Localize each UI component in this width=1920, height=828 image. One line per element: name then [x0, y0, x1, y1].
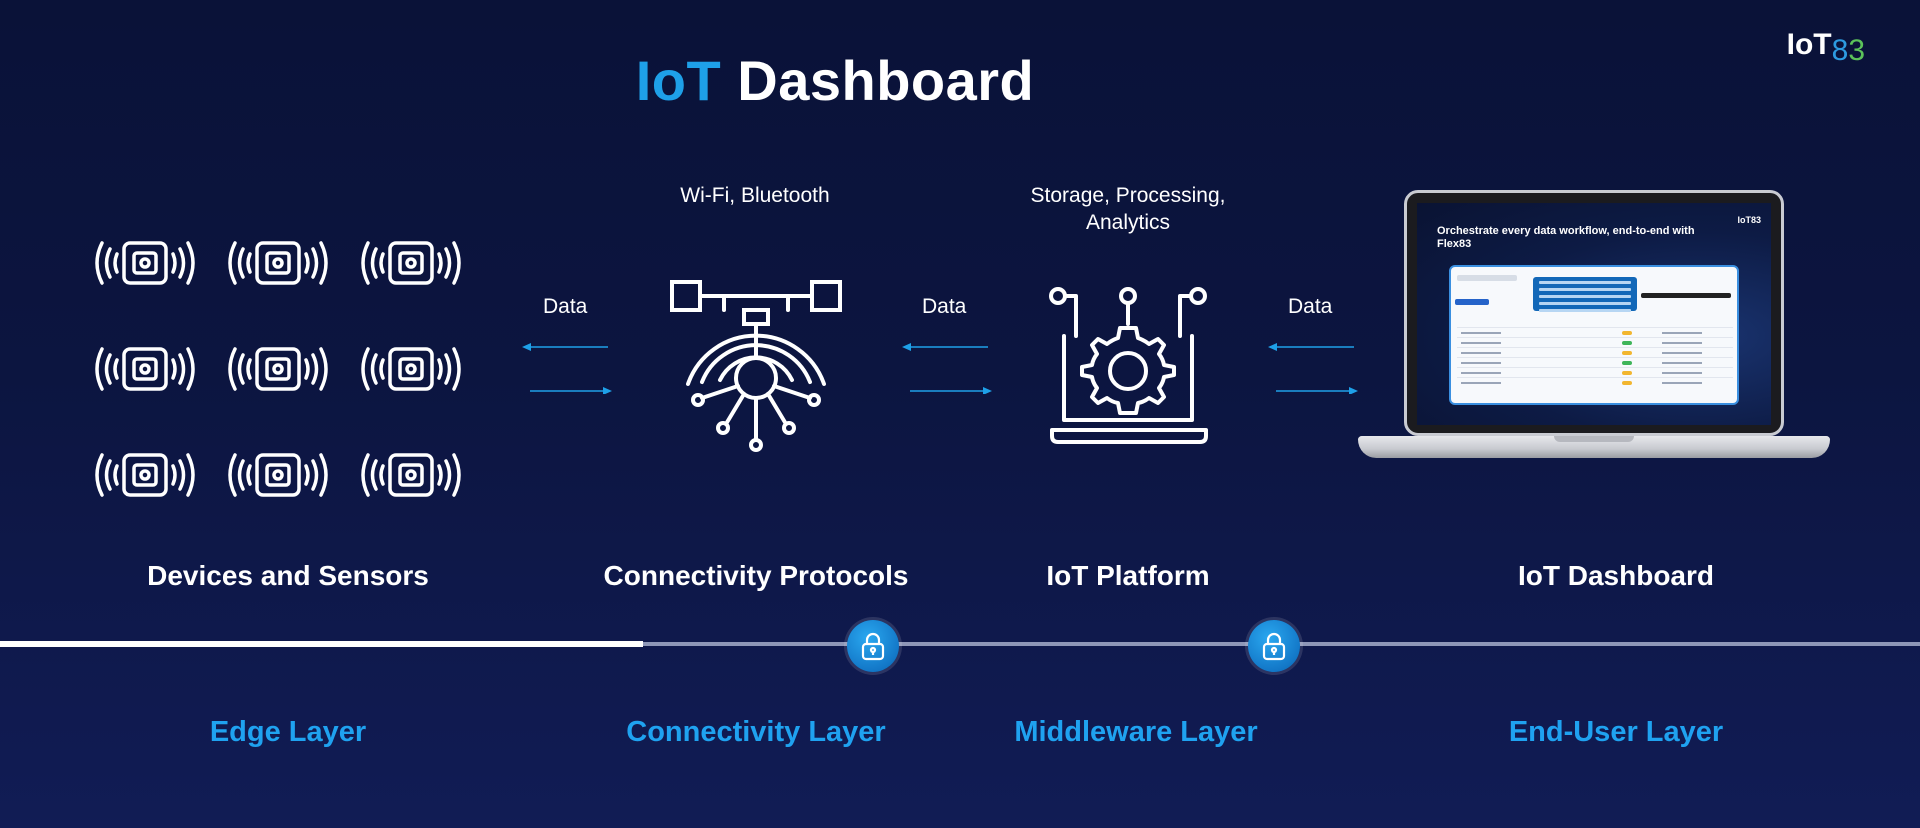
- app-window: [1449, 265, 1739, 405]
- title-rest: Dashboard: [737, 49, 1035, 112]
- platform-top-line2: Analytics: [1085, 211, 1171, 234]
- table-row: [1457, 337, 1733, 347]
- layer-edge: Edge Layer: [209, 716, 367, 748]
- brand-digit-8: 8: [1831, 34, 1849, 67]
- wireless-sensor-icon: [90, 235, 200, 291]
- screen-headline: Orchestrate every data workflow, end-to-…: [1437, 225, 1695, 250]
- brand-logo: IoT83: [1786, 28, 1865, 67]
- wireless-sensor-icon: [223, 447, 333, 503]
- table-row: [1457, 357, 1733, 367]
- lock-icon: [847, 620, 899, 672]
- data-label-2: Data: [922, 295, 967, 318]
- app-search-bar: [1641, 293, 1731, 298]
- section-platform: IoT Platform: [1046, 560, 1210, 591]
- lock-icon: [1248, 620, 1300, 672]
- page-title: IoT Dashboard: [0, 48, 1670, 113]
- table-row: [1457, 367, 1733, 377]
- laptop-mockup: Orchestrate every data workflow, end-to-…: [1358, 190, 1830, 470]
- wireless-sensor-icon: [90, 447, 200, 503]
- timeline-progress: [0, 641, 643, 647]
- timeline-track: [0, 642, 1920, 646]
- laptop-base: [1358, 436, 1830, 458]
- table-row: [1457, 327, 1733, 337]
- app-tooltip: [1533, 277, 1637, 312]
- laptop-screen-frame: Orchestrate every data workflow, end-to-…: [1404, 190, 1784, 436]
- wireless-sensor-icon: [356, 447, 466, 503]
- brand-prefix: IoT: [1786, 28, 1832, 61]
- laptop-gear-icon: [1046, 284, 1212, 453]
- layer-middleware: Middleware Layer: [1014, 716, 1258, 748]
- data-label-3: Data: [1288, 295, 1333, 318]
- wireless-sensor-icon: [223, 341, 333, 397]
- app-table: [1457, 327, 1733, 387]
- section-devices: Devices and Sensors: [147, 560, 429, 591]
- connectivity-top-label: Wi-Fi, Bluetooth: [680, 184, 830, 207]
- screen-logo: IoT83: [1737, 215, 1761, 225]
- platform-top-line1: Storage, Processing,: [1030, 184, 1226, 207]
- app-primary-button: [1455, 299, 1489, 305]
- layer-enduser: End-User Layer: [1508, 716, 1724, 748]
- layer-connectivity: Connectivity Layer: [626, 716, 886, 748]
- laptop-notch: [1554, 436, 1634, 442]
- arrow-left-3: [1268, 340, 1358, 394]
- laptop-screen: Orchestrate every data workflow, end-to-…: [1417, 203, 1771, 425]
- network-hub-icon: [668, 278, 844, 459]
- brand-digit-3: 3: [1848, 34, 1865, 67]
- arrow-left-2: [902, 340, 992, 394]
- title-accent: IoT: [635, 49, 722, 112]
- wireless-sensor-icon: [356, 341, 466, 397]
- section-dashboard: IoT Dashboard: [1517, 560, 1714, 591]
- wireless-sensor-icon: [356, 235, 466, 291]
- table-row: [1457, 377, 1733, 387]
- platform-top-label: Storage, Processing, Analytics: [1000, 182, 1256, 236]
- wireless-sensor-icon: [90, 341, 200, 397]
- sensor-grid: [90, 235, 470, 503]
- arrow-left-1: [522, 340, 612, 394]
- app-toolbar: [1457, 275, 1517, 281]
- wireless-sensor-icon: [223, 235, 333, 291]
- data-label-1: Data: [543, 295, 588, 318]
- section-connectivity: Connectivity Protocols: [603, 560, 909, 591]
- table-row: [1457, 347, 1733, 357]
